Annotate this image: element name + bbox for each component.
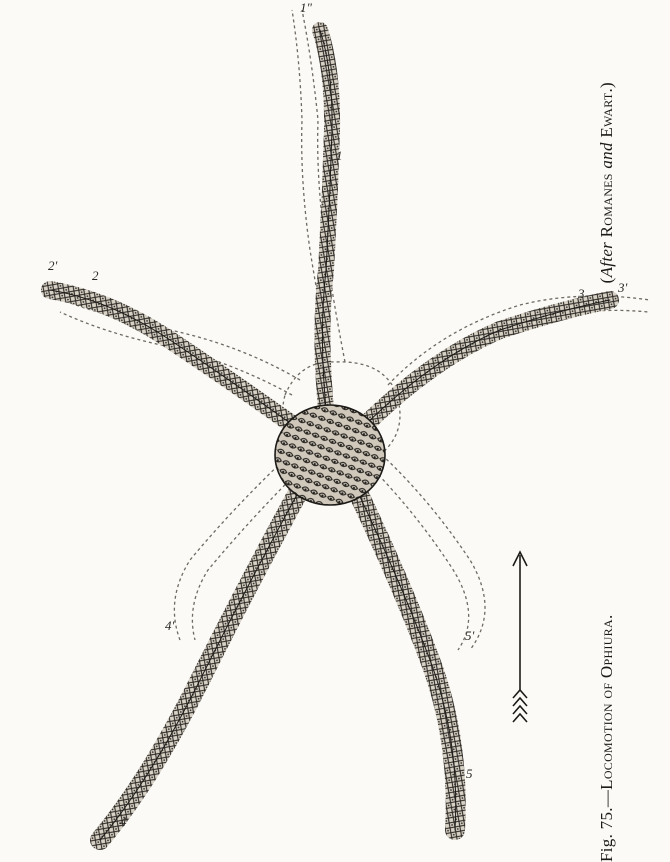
caption-dash: — [597, 790, 616, 807]
caption-after: After [597, 242, 616, 278]
label-arm-1-prev: 1" [300, 0, 313, 15]
label-arm-5-prev: 5' [465, 628, 475, 643]
caption-figure-number: Fig. 75. [597, 807, 616, 862]
caption-title: Fig. 75.—Locomotion of Ophiura. [597, 615, 617, 862]
caption-paren: ( [597, 277, 616, 283]
label-arm-4: 4 [120, 814, 127, 829]
label-arm-4-prev: 4' [165, 618, 175, 633]
arm-1 [320, 30, 332, 428]
arm-5 [352, 480, 456, 830]
figure-caption: Fig. 75.—Locomotion of Ophiura. (After R… [587, 82, 627, 862]
caption-author-1: Romanes [597, 173, 616, 237]
arm-3 [360, 300, 610, 430]
caption-and: and [597, 142, 616, 168]
ghost-arm-5 [382, 455, 485, 650]
arm-4 [100, 480, 305, 840]
label-arm-2: 2 [92, 268, 99, 283]
caption-credit: (After Romanes and Ewart.) [597, 82, 617, 283]
direction-arrow-icon [513, 552, 527, 722]
caption-author-2: Ewart.) [597, 82, 616, 138]
label-arm-1: 1 [336, 148, 343, 163]
central-disc [275, 405, 385, 505]
label-arm-5: 5 [466, 766, 473, 781]
label-arm-2-prev: 2' [48, 258, 58, 273]
caption-subject: Locomotion of Ophiura. [597, 615, 616, 790]
label-arm-3: 3 [577, 286, 585, 301]
